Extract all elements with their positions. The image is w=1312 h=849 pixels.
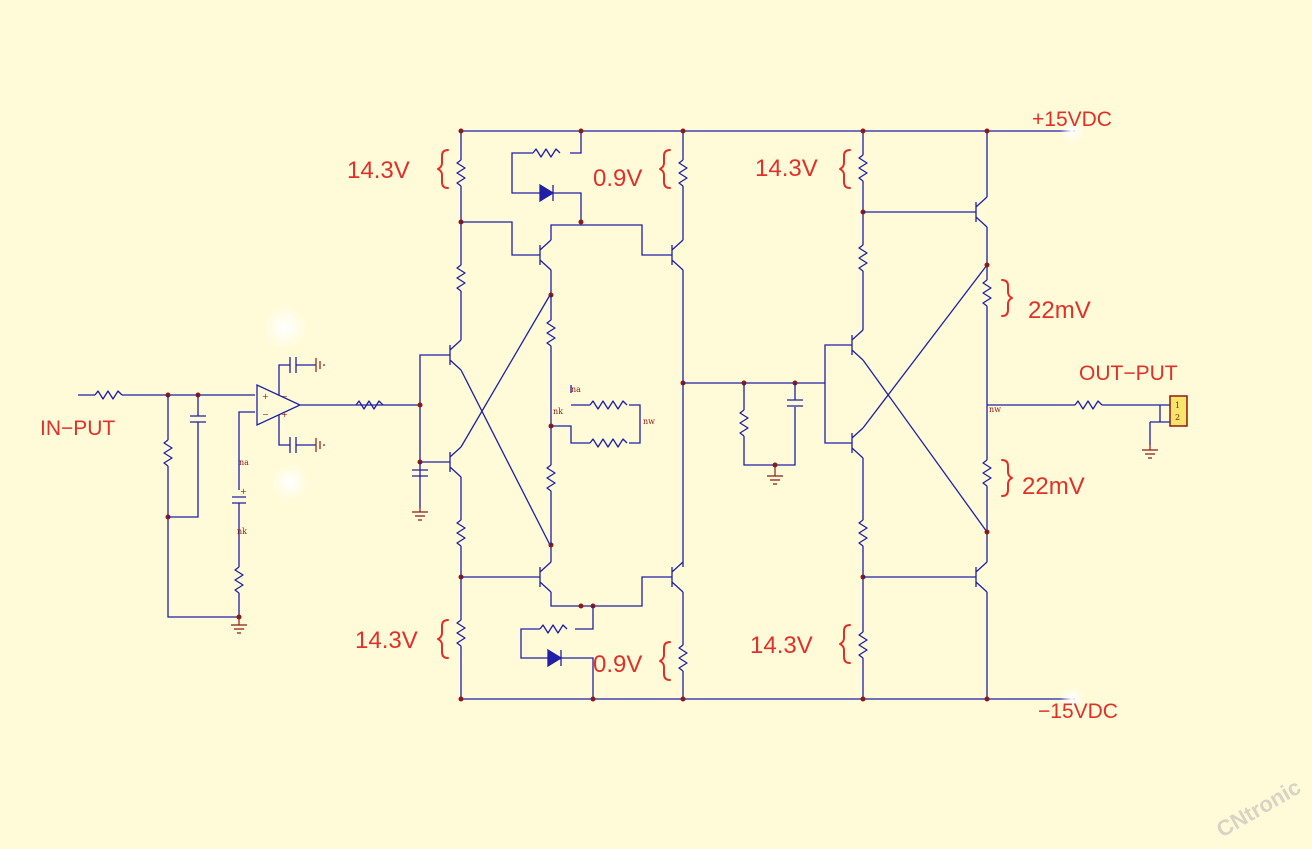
- net-label-nk-left: nk: [237, 527, 247, 536]
- net-label-nw-mid: nw: [643, 417, 655, 426]
- net-label-na-left: na: [239, 458, 249, 467]
- opamp-pin-minus-top: −: [281, 392, 288, 401]
- resistor-14-3v-top-left: [456, 159, 466, 187]
- input-resistor: [94, 390, 123, 400]
- left-transistor-pair: [412, 128, 551, 702]
- voltage-label-v-b: 0.9V: [593, 165, 642, 192]
- opamp: [256, 305, 420, 500]
- output-connector: [1169, 395, 1188, 427]
- voltage-label-v-c: 14.3V: [755, 155, 818, 182]
- opamp-pin-plus-top: +: [262, 392, 269, 401]
- input-shunt-resistor: [163, 439, 173, 467]
- input-ground-symbol: [231, 617, 247, 634]
- diode-bottom: [547, 648, 563, 668]
- connector-pin-2: 2: [1175, 413, 1180, 422]
- output-stage: [824, 128, 1188, 702]
- feedback-cap-plus: +: [240, 487, 247, 496]
- voltage-label-v-f: 14.3V: [750, 632, 813, 659]
- mv-label-bottom: 22mV: [1022, 473, 1085, 500]
- positive-rail-label: +15VDC: [1032, 108, 1112, 131]
- resistor-14-3v-top-right: [858, 154, 868, 182]
- bias-network-top: [511, 128, 672, 298]
- output-label: OUT−PUT: [1079, 362, 1178, 385]
- net-label-na-mid: na: [571, 385, 581, 394]
- mv-label-top: 22mV: [1028, 297, 1091, 324]
- driver-transistors: [671, 128, 825, 702]
- negative-rail-label: −15VDC: [1038, 700, 1118, 723]
- voltage-label-v-a: 14.3V: [347, 157, 410, 184]
- voltage-label-v-e: 0.9V: [593, 651, 642, 678]
- resistor-0-9v-top: [678, 159, 688, 187]
- opamp-decoupling-grounds: [315, 358, 325, 452]
- bias-network-bottom: [520, 542, 672, 702]
- resistor-14-3v-bottom-left: [456, 619, 466, 647]
- resistor-0-9v-bottom: [678, 644, 688, 672]
- voltage-label-v-d: 14.3V: [355, 627, 418, 654]
- opamp-pin-minus-in: −: [262, 410, 269, 419]
- input-stage: [78, 390, 255, 634]
- emitter-resistor-top: [982, 279, 992, 307]
- voltage-braces: [437, 149, 1013, 681]
- resistor-14-3v-bottom-right: [858, 631, 868, 659]
- emitter-resistor-bottom: [982, 459, 992, 487]
- diode-top: [539, 183, 555, 203]
- middle-column: [546, 295, 641, 545]
- watermark-logo: CNtronic: [1212, 774, 1305, 842]
- net-label-nk-mid: nk: [553, 407, 563, 416]
- connector-pin-1: 1: [1175, 401, 1180, 410]
- net-label-nw-out: nw: [989, 405, 1001, 414]
- output-ground-symbol: [1142, 445, 1158, 459]
- input-label: IN−PUT: [40, 417, 115, 440]
- opamp-pin-plus-in: +: [281, 410, 288, 419]
- feedback-cap: [232, 496, 246, 504]
- output-resistor: [1074, 400, 1103, 410]
